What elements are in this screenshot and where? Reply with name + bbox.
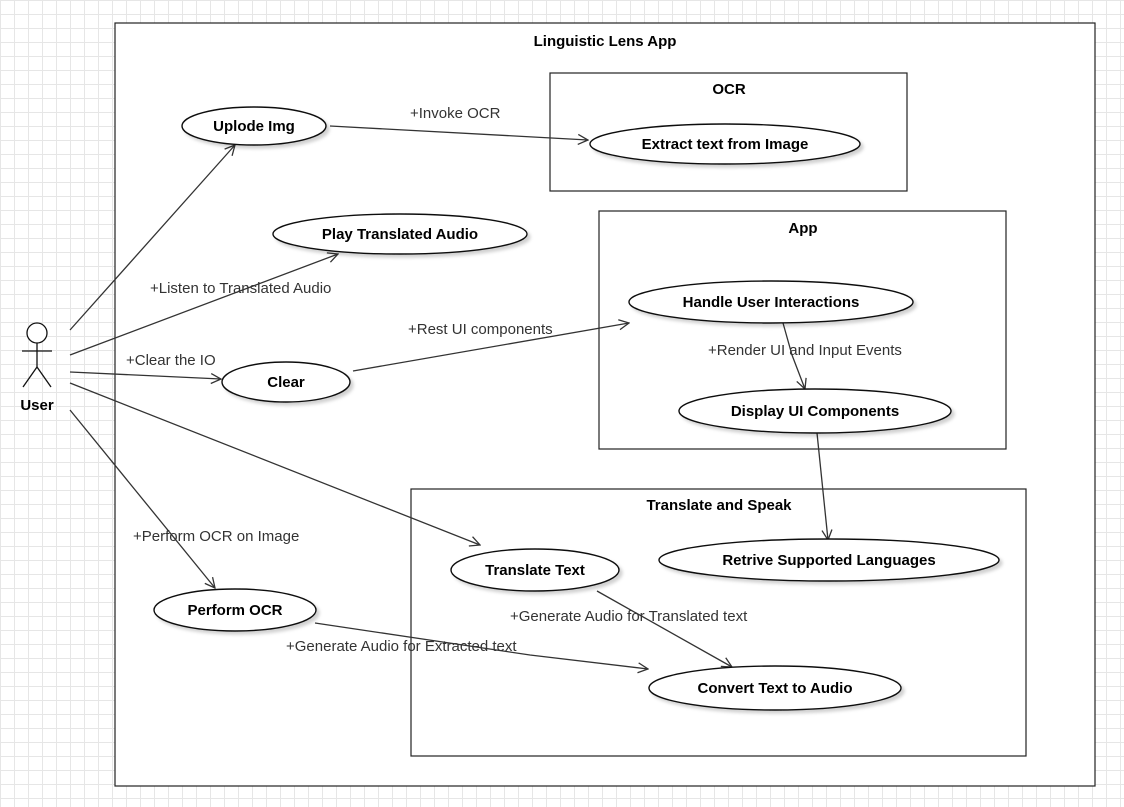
use-case-extract-text[interactable]: Extract text from Image xyxy=(589,123,861,165)
edge-user-perform-ocr[interactable] xyxy=(69,409,215,588)
relations xyxy=(69,125,828,669)
edge-perform-ocr-convert[interactable] xyxy=(314,622,648,669)
use-case-display-ui[interactable]: Display UI Components xyxy=(678,388,952,434)
label-gen-audio-extracted: +Generate Audio for Extracted text xyxy=(286,638,517,655)
system-title: Linguistic Lens App xyxy=(534,33,677,50)
use-case-translate-text-label: Translate Text xyxy=(485,562,585,579)
edge-display-retrieve[interactable] xyxy=(816,432,828,540)
edge-user-clear[interactable] xyxy=(69,371,221,379)
use-case-play-audio-label: Play Translated Audio xyxy=(322,226,478,243)
edge-upload-extract[interactable] xyxy=(329,125,588,140)
use-case-translate-text[interactable]: Translate Text xyxy=(450,548,620,592)
use-case-upload-img[interactable]: Uplode Img xyxy=(181,106,327,146)
use-case-handle-interactions-label: Handle User Interactions xyxy=(683,294,860,311)
edge-user-play-audio[interactable] xyxy=(69,254,338,356)
label-render-ui: +Render UI and Input Events xyxy=(708,342,902,359)
use-case-extract-text-label: Extract text from Image xyxy=(642,136,809,153)
label-clear-io: +Clear the IO xyxy=(126,352,216,369)
package-translate-speak[interactable]: Translate and Speak xyxy=(410,488,1027,757)
label-gen-audio-translated: +Generate Audio for Translated text xyxy=(510,608,748,625)
use-case-convert-audio-label: Convert Text to Audio xyxy=(698,680,853,697)
package-ocr-title: OCR xyxy=(712,81,746,98)
edge-user-translate[interactable] xyxy=(69,382,480,545)
edge-clear-handle[interactable] xyxy=(352,323,629,372)
label-invoke-ocr: +Invoke OCR xyxy=(410,105,501,122)
package-ocr[interactable]: OCR xyxy=(549,72,908,192)
relation-labels: +Invoke OCR +Listen to Translated Audio … xyxy=(126,105,902,655)
use-case-handle-interactions[interactable]: Handle User Interactions xyxy=(628,280,914,324)
edge-handle-display[interactable] xyxy=(782,322,805,389)
edge-user-upload[interactable] xyxy=(69,145,235,331)
use-case-perform-ocr-label: Perform OCR xyxy=(187,602,282,619)
use-case-clear[interactable]: Clear xyxy=(221,361,351,403)
label-perform-ocr-image: +Perform OCR on Image xyxy=(133,528,299,545)
actor-user[interactable]: User xyxy=(20,322,54,414)
label-rest-ui: +Rest UI components xyxy=(408,321,553,338)
actor-stick-figure-icon xyxy=(22,322,52,388)
use-case-retrieve-languages[interactable]: Retrive Supported Languages xyxy=(658,538,1000,582)
use-case-retrieve-languages-label: Retrive Supported Languages xyxy=(722,552,935,569)
use-case-perform-ocr[interactable]: Perform OCR xyxy=(153,588,317,632)
use-case-display-ui-label: Display UI Components xyxy=(731,403,899,420)
package-translate-title: Translate and Speak xyxy=(646,497,792,514)
use-case-convert-audio[interactable]: Convert Text to Audio xyxy=(648,665,902,711)
use-case-upload-img-label: Uplode Img xyxy=(213,118,295,135)
package-app-title: App xyxy=(788,220,817,237)
use-case-play-audio[interactable]: Play Translated Audio xyxy=(272,213,528,255)
use-case-clear-label: Clear xyxy=(267,374,305,391)
actor-user-label: User xyxy=(20,397,54,414)
label-listen-audio: +Listen to Translated Audio xyxy=(150,280,331,297)
edge-translate-convert[interactable] xyxy=(596,590,732,667)
